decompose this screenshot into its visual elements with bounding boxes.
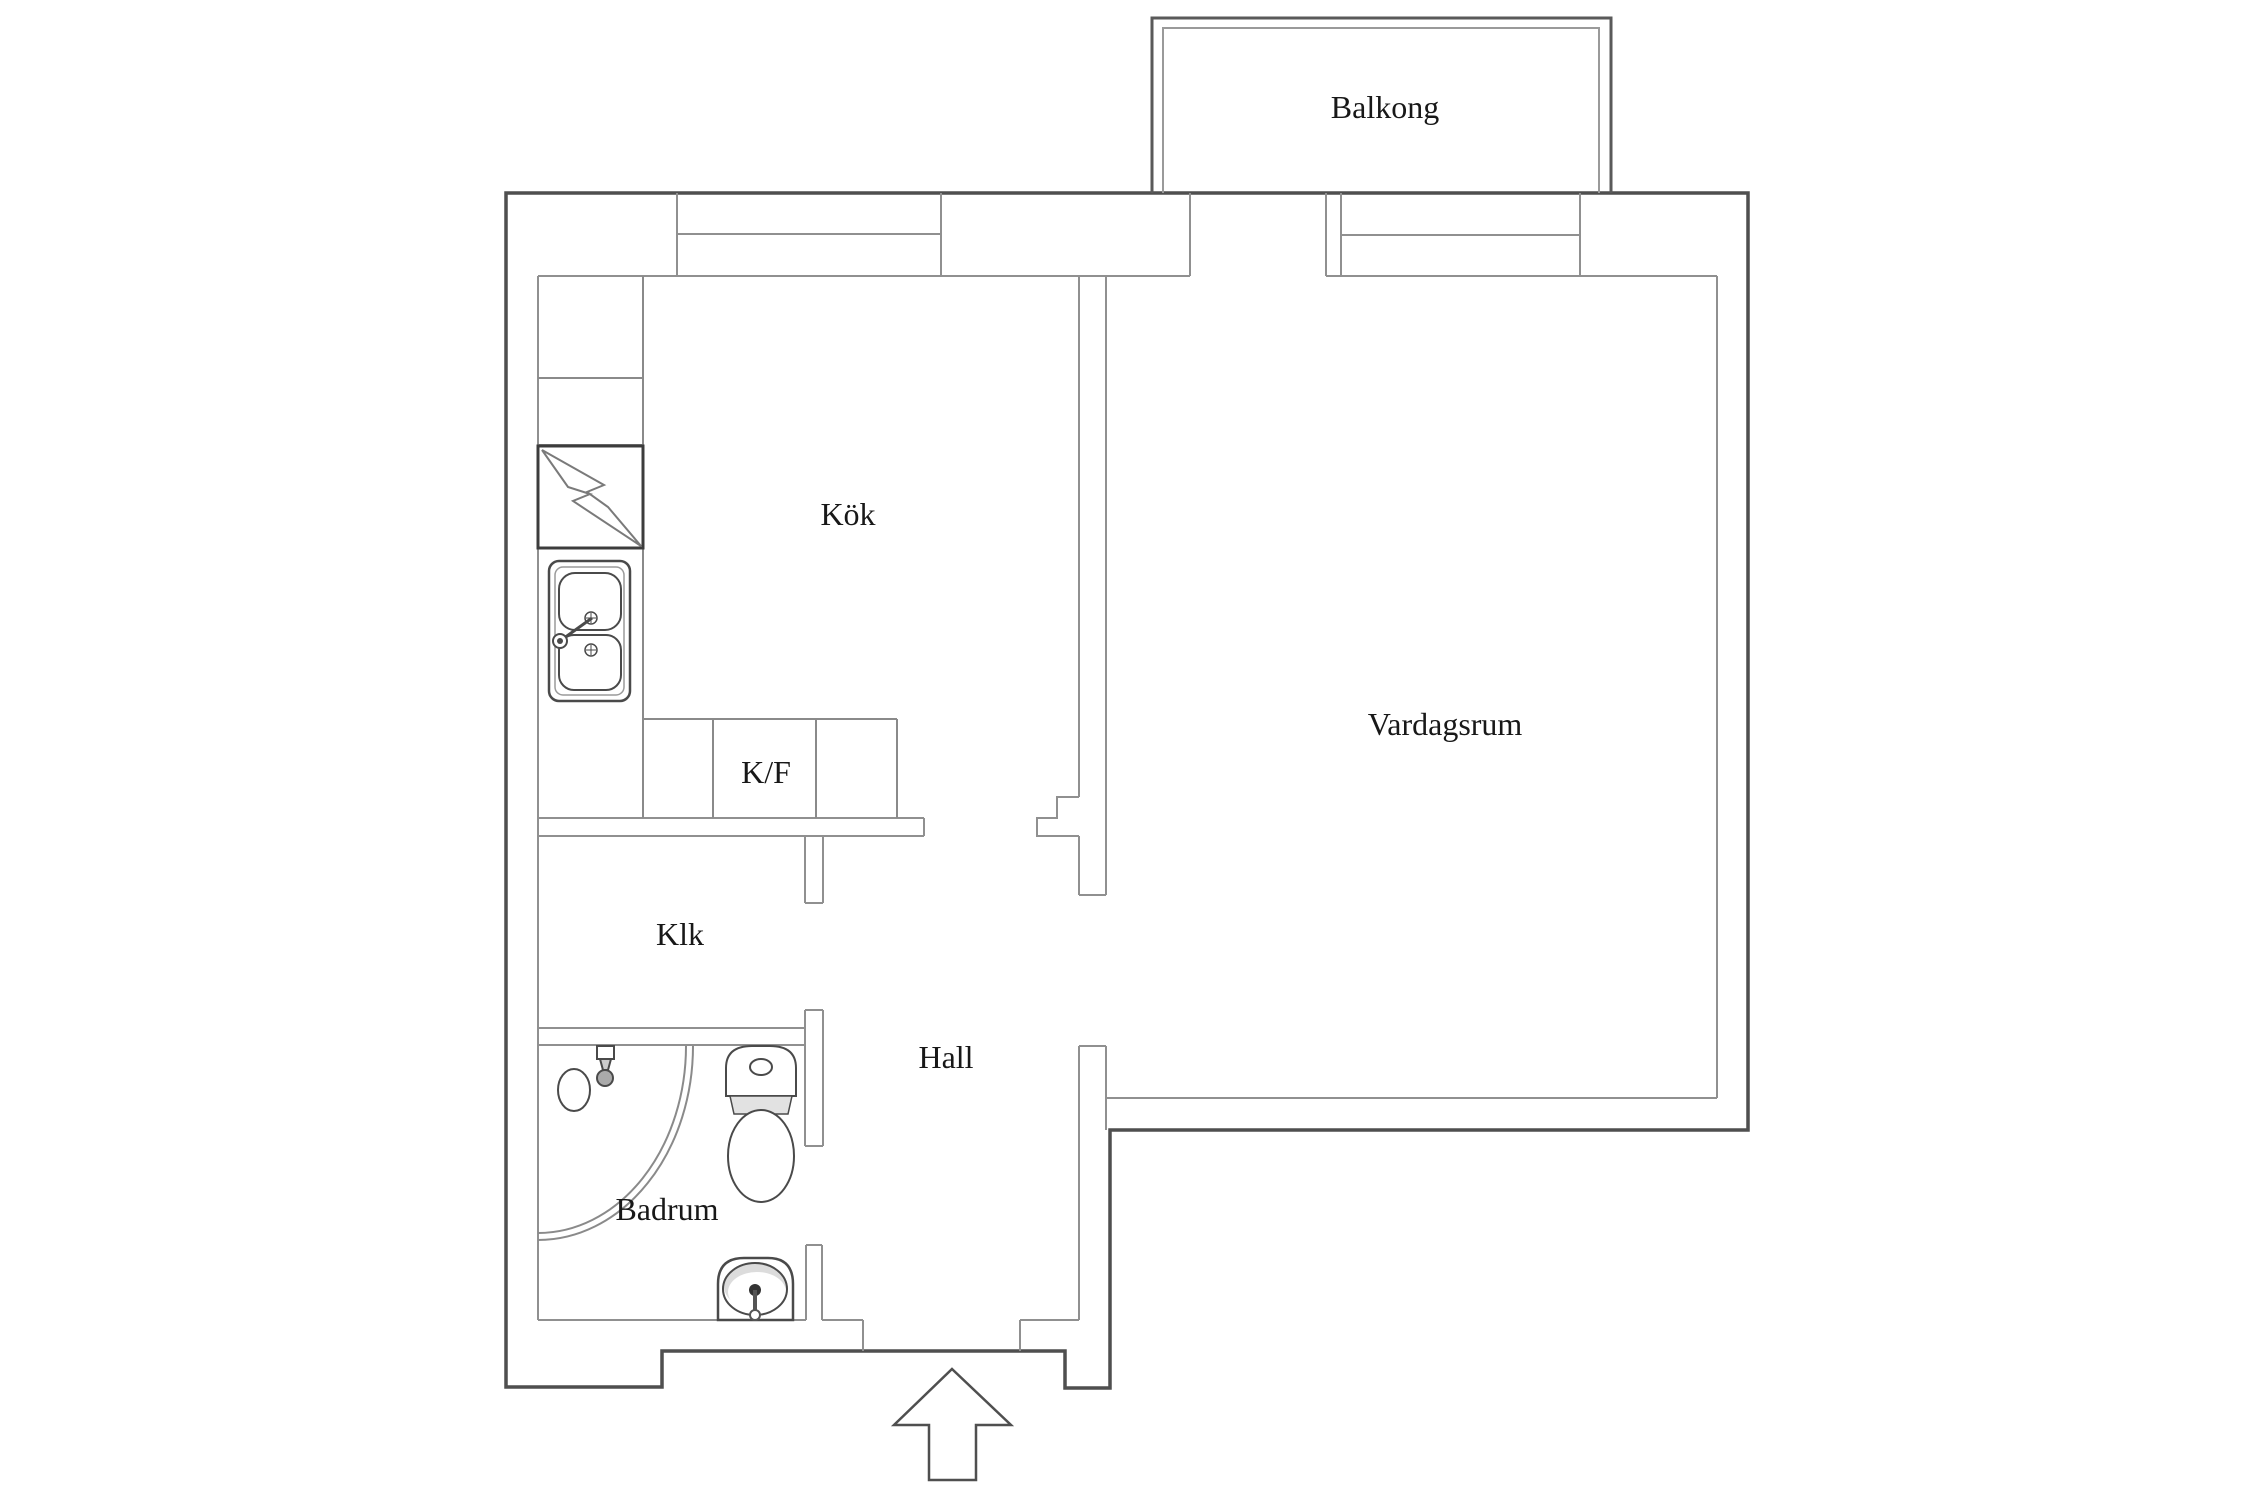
entrance-arrow-icon: [890, 1367, 1015, 1482]
kitchen-window: [676, 193, 942, 276]
toilet-icon: [725, 1045, 797, 1203]
label-closet: Klk: [656, 916, 704, 952]
label-fridge-freezer: K/F: [741, 754, 791, 790]
label-bathroom: Badrum: [615, 1191, 718, 1227]
label-living-room: Vardagsrum: [1368, 706, 1523, 742]
kitchen-sink-icon: [547, 559, 632, 703]
label-hall: Hall: [918, 1039, 973, 1075]
label-kitchen: Kök: [820, 496, 875, 532]
interior-walls: [537, 193, 1718, 1351]
outer-wall: [504, 191, 1750, 1390]
balcony-outer-rail: [1150, 16, 1613, 193]
bathroom-sink-icon: [716, 1256, 795, 1322]
living-room-window: [1325, 193, 1581, 276]
balcony: [1150, 16, 1613, 193]
shower-icon: [537, 1045, 694, 1241]
lightning-bolt-icon: [541, 449, 642, 547]
room-labels: Balkong Kök Vardagsrum K/F Klk Hall Badr…: [615, 89, 1522, 1227]
balcony-inner-rail: [1162, 27, 1600, 193]
stove-icon: [536, 444, 645, 550]
label-balcony: Balkong: [1331, 89, 1439, 125]
